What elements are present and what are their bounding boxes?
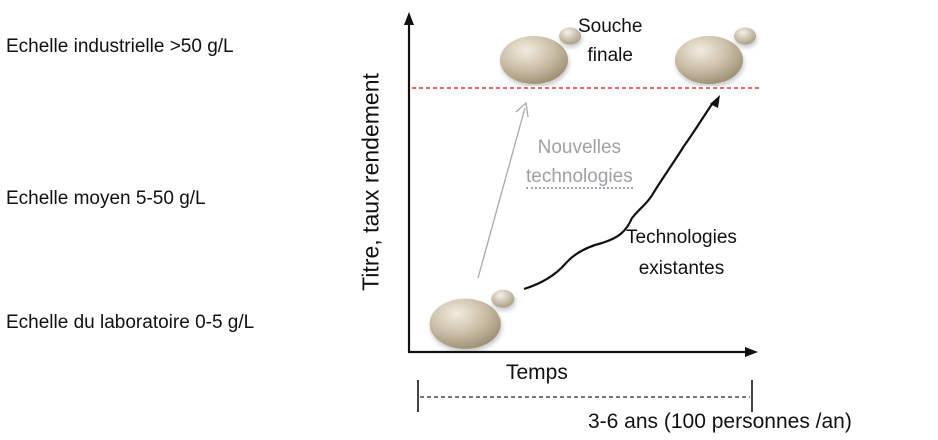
duration-label: 3-6 ans (100 personnes /an) [588,410,852,433]
new-tech-line1: Nouvelles [537,137,622,158]
new-tech-label: Nouvelles technologies [526,133,633,191]
existing-tech-curve [523,103,713,291]
new-tech-arrowhead [515,101,529,118]
final-strain-line1: Souche [578,16,643,37]
final-strain-line2: finale [587,45,633,66]
yeast-cell-icon [500,28,581,85]
existing-tech-line2: existantes [638,258,725,279]
existing-tech-arrowhead [710,95,720,108]
existing-tech-line1: Technologies [626,227,737,248]
new-tech-arrow [477,107,526,279]
yeast-cell-icon [430,290,515,349]
y-axis-arrowhead [404,12,414,25]
x-axis-arrowhead [745,347,758,357]
scale-label-industrial: Echelle industrielle >50 g/L [6,36,234,57]
x-axis-label: Temps [506,361,568,384]
new-tech-line2: technologies [526,166,633,189]
scale-label-medium: Echelle moyen 5-50 g/L [6,188,206,209]
final-strain-label: Souche finale [578,12,642,70]
scale-label-lab: Echelle du laboratoire 0-5 g/L [6,312,255,333]
yeast-cell-icon [675,28,756,85]
existing-tech-label: Technologies existantes [626,222,737,284]
